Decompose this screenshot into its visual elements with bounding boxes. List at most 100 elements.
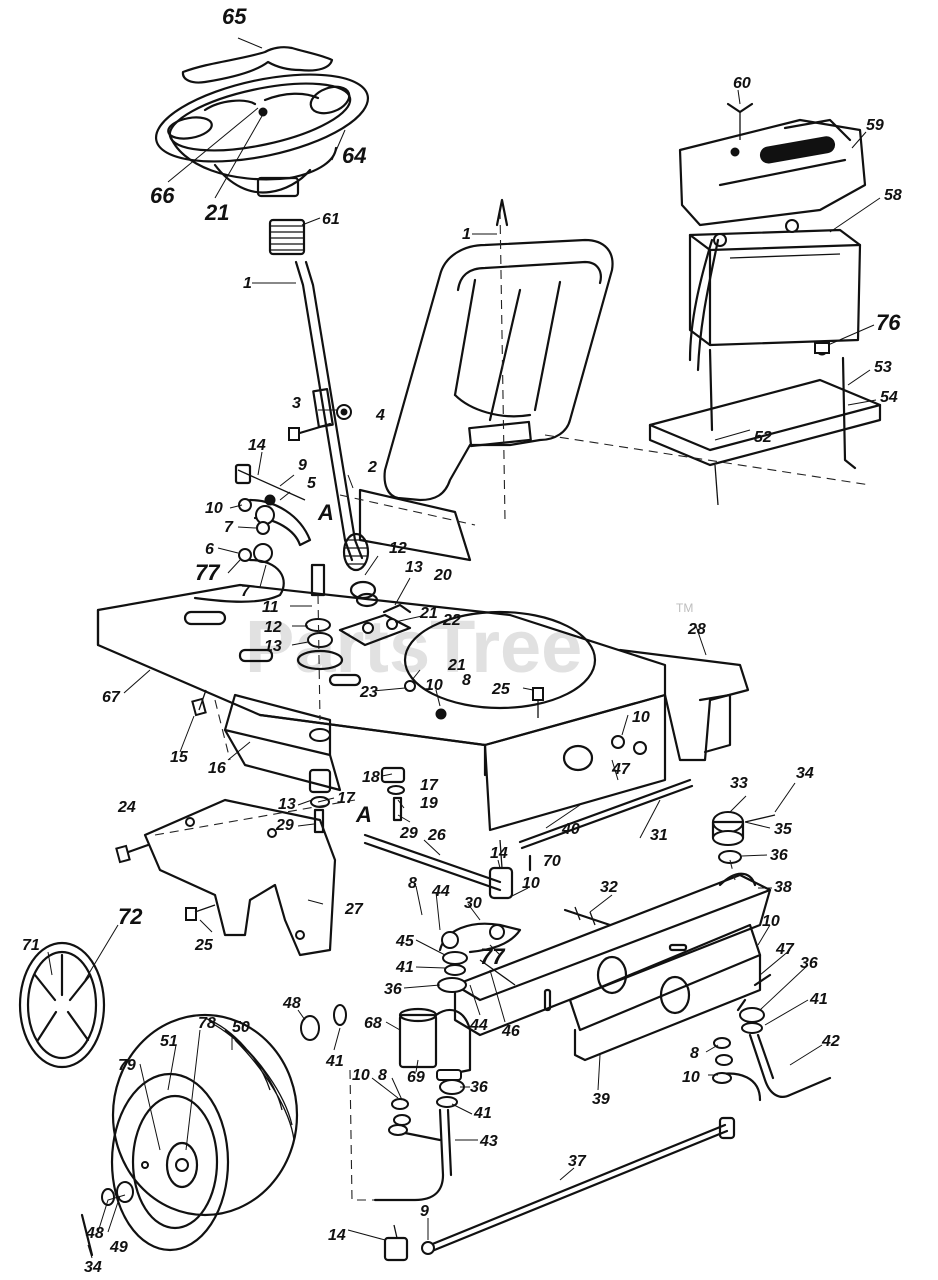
callout-76: 76 [876,310,901,335]
wheel-hardware [80,1004,347,1257]
callout-29: 29 [275,817,294,834]
steering-wheel [154,73,370,198]
callout-36: 36 [800,955,818,972]
bolt-25-lower [185,904,216,921]
callout-25: 25 [194,937,214,954]
callout-53: 53 [874,359,892,376]
pivot-plate [338,603,412,647]
callout-12: 12 [389,540,407,557]
callout-77: 77 [195,560,221,585]
callout-78: 78 [198,1015,216,1032]
callout-38: 38 [774,879,792,896]
callout-8: 8 [690,1045,699,1062]
callout-68: 68 [364,1015,382,1032]
axle-support [568,923,762,1062]
rod-40 [518,778,694,850]
callout-8: 8 [462,672,471,689]
callout-10: 10 [522,875,540,892]
callout-8: 8 [408,875,417,892]
callout-36: 36 [770,847,788,864]
callout-47: 47 [611,761,631,778]
seat-pan [339,488,476,562]
axle-bracket [143,798,356,957]
small-washers-left [238,494,276,562]
callout-7: 7 [224,519,234,536]
callout-1: 1 [243,275,252,292]
callout-9: 9 [298,457,307,474]
callout-15: 15 [170,749,189,766]
steering-arm [437,922,522,993]
callout-2: 2 [367,459,377,476]
callout-17: 17 [420,777,439,794]
callout-61: 61 [322,211,340,228]
tie-rod [383,1116,736,1262]
callout-8: 8 [378,1067,387,1084]
callout-17: 17 [337,790,356,807]
callout-4: 4 [375,407,385,424]
callout-13: 13 [264,638,282,655]
steering-gear [342,532,379,608]
callout-7: 7 [241,583,251,600]
callout-14: 14 [248,437,266,454]
axle-bushing-68-69 [398,1007,472,1081]
pivot-stack-11-13 [296,563,344,721]
callout-13: 13 [405,559,423,576]
callout-13: 13 [278,796,296,813]
callout-25: 25 [491,681,511,698]
leader-lines [47,37,881,1259]
callout-19: 19 [420,795,438,812]
callout-48: 48 [282,995,301,1012]
battery [688,219,862,372]
callout-23: 23 [359,684,378,701]
part-labels: 65 66 21 64 61 1 1 3 4 14 9 5 10 A 7 6 7… [22,4,902,1276]
callout-44: 44 [469,1017,488,1034]
axle-pivot-33-36 [711,811,776,881]
callout-22: 22 [442,612,461,629]
callout-39: 39 [592,1091,610,1108]
callout-24: 24 [117,799,136,816]
callout-10: 10 [425,677,443,694]
callout-27: 27 [344,901,364,918]
callout-77: 77 [480,944,506,969]
callout-14: 14 [490,845,508,862]
callout-28: 28 [687,621,706,638]
callout-49: 49 [109,1239,128,1256]
callout-72: 72 [118,904,143,929]
callout-26: 26 [427,827,446,844]
callout-41: 41 [473,1105,492,1122]
callout-41: 41 [325,1053,344,1070]
battery-cover [678,118,867,227]
callout-45: 45 [395,933,415,950]
watermark-tm: TM [676,601,693,615]
callout-a: A [355,802,372,827]
callout-33: 33 [730,775,748,792]
callout-69: 69 [407,1069,425,1086]
tire [110,1013,299,1252]
callout-37: 37 [568,1153,587,1170]
callout-5: 5 [307,475,317,492]
callout-21: 21 [447,657,466,674]
callout-65: 65 [222,4,247,29]
watermark-text: PartsTree [245,605,582,688]
spindle-left-washers [391,1098,411,1126]
callout-79: 79 [118,1057,136,1074]
callout-32: 32 [600,879,618,896]
callout-67: 67 [102,689,121,706]
callout-10: 10 [682,1069,700,1086]
hardware-bolt-3 [288,404,352,441]
callout-20: 20 [433,567,452,584]
callout-21: 21 [204,200,229,225]
callout-3: 3 [292,395,301,412]
battery-hold-rods [708,342,857,470]
callout-66: 66 [150,183,175,208]
callout-6: 6 [205,541,214,558]
callout-a: A [317,500,334,525]
callout-29: 29 [399,825,418,842]
callout-41: 41 [395,959,414,976]
callout-46: 46 [501,1023,520,1040]
callout-10: 10 [352,1067,370,1084]
callout-51: 51 [160,1033,178,1050]
frame [96,583,667,832]
callout-11: 11 [262,599,279,616]
